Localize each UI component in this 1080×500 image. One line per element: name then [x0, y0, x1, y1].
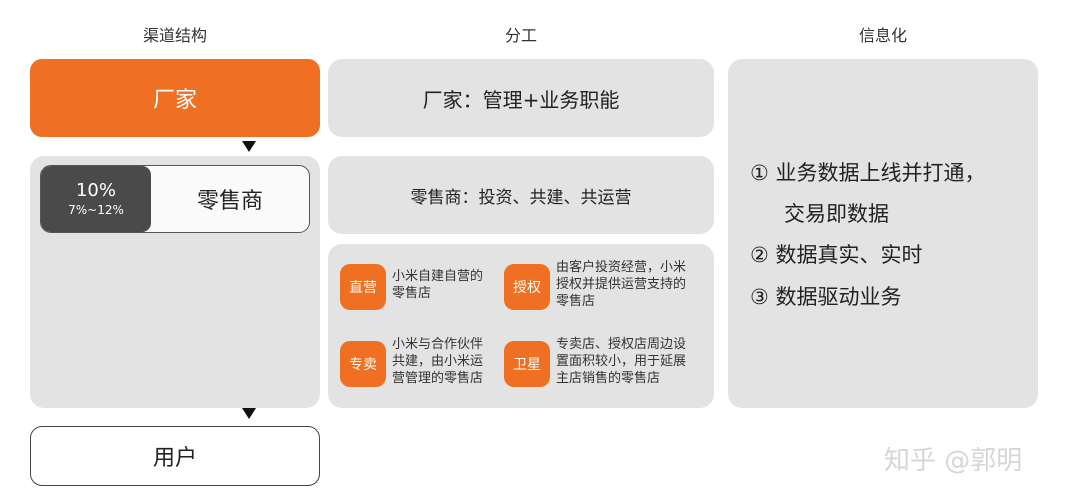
- retailer-label: 零售商: [196, 189, 263, 214]
- manufacturer-label: 厂家: [152, 88, 197, 113]
- manufacturer-role-box: 厂家：管理+业务职能: [328, 59, 714, 137]
- info-line: ③ 数据驱动业务: [750, 285, 902, 309]
- store-type-desc: 小米自建自营的 零售店: [392, 269, 484, 301]
- informatization-panel: ① 业务数据上线并打通， 交易即数据 ② 数据真实、实时 ③ 数据驱动业务: [728, 59, 1038, 408]
- info-line: ① 业务数据上线并打通，: [750, 161, 986, 185]
- arrow-down-icon: [242, 408, 256, 419]
- store-type-badge: 卫星: [504, 341, 550, 387]
- retailer-share-percent: 10%: [75, 180, 116, 201]
- user-box: 用户: [30, 426, 320, 486]
- user-label: 用户: [152, 446, 197, 471]
- manufacturer-box: 厂家: [30, 59, 320, 137]
- store-type-badge: 直营: [340, 264, 386, 310]
- watermark: 知乎 @郭明: [884, 446, 1023, 476]
- retailer-share-range: 7%~12%: [68, 203, 124, 217]
- arrow-down-icon: [242, 141, 256, 152]
- info-line: ② 数据真实、实时: [750, 243, 923, 267]
- header-division: 分工: [504, 26, 537, 45]
- header-channel-structure: 渠道结构: [142, 26, 207, 45]
- store-type-desc: 小米与合作伙伴 共建，由小米运 营管理的零售店: [392, 337, 484, 386]
- retailer-share-pill: 10% 7%~12% 零售商: [40, 165, 310, 233]
- retailer-role-text: 零售商：投资、共建、共运营: [410, 187, 632, 208]
- header-informatization: 信息化: [858, 26, 907, 45]
- manufacturer-role-text: 厂家：管理+业务职能: [422, 87, 620, 112]
- retailer-share-badge: 10% 7%~12%: [41, 166, 151, 232]
- store-type-badge: 授权: [504, 264, 550, 310]
- store-type-desc: 由客户投资经营，小米 授权并提供运营支持的 零售店: [556, 260, 687, 309]
- store-type-badge: 专卖: [340, 341, 386, 387]
- store-types-panel: 直营 小米自建自营的 零售店 授权 由客户投资经营，小米 授权并提供运营支持的 …: [328, 244, 714, 408]
- retailer-role-box: 零售商：投资、共建、共运营: [328, 156, 714, 234]
- store-type-desc: 专卖店、授权店周边设 置面积较小，用于延展 主店销售的零售店: [556, 337, 687, 386]
- info-line: 交易即数据: [784, 202, 889, 226]
